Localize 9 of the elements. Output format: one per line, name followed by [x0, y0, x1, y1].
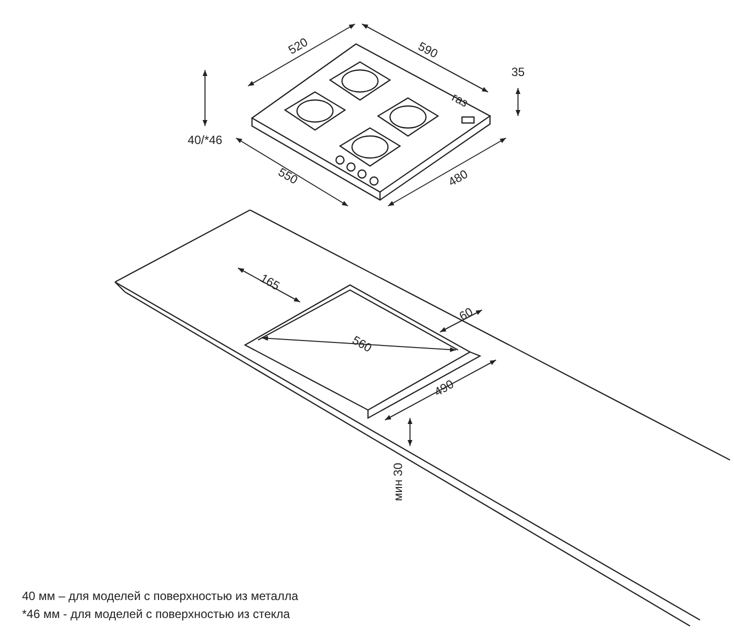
- dimension-label: 40/*46: [188, 134, 222, 146]
- dimension-label: 480: [446, 168, 470, 188]
- note-text: 40 мм – для моделей с поверхностью из металла: [22, 590, 298, 602]
- dimension-label: 550: [276, 166, 300, 186]
- dimension-label: 520: [286, 36, 310, 56]
- note-text: *46 мм - для моделей с поверхностью из стекла: [22, 608, 290, 620]
- dimension-label: 590: [416, 40, 440, 60]
- dimension-label: 35: [511, 66, 525, 78]
- dimension-label: мин 30: [392, 462, 404, 502]
